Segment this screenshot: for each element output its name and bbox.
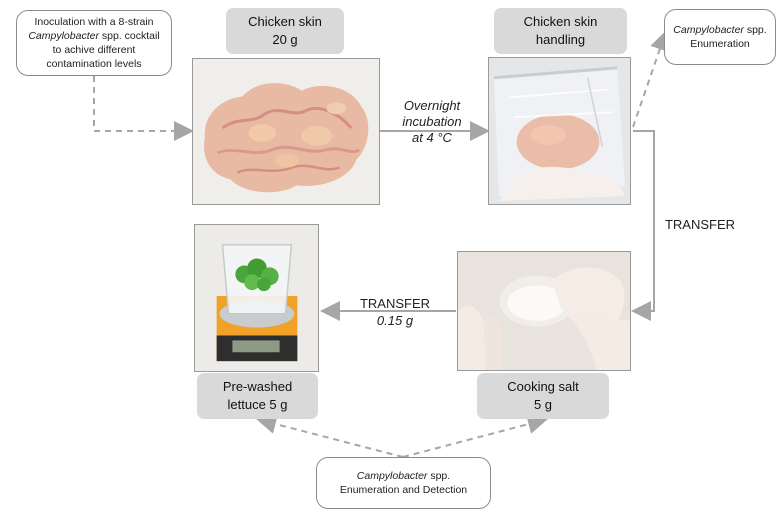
dashed-arrow-enumeration xyxy=(632,30,670,128)
enumeration-line1-rest: spp. xyxy=(743,24,767,36)
chicken-skin-photo xyxy=(192,58,380,205)
handling-label: Chicken skin handling xyxy=(494,8,627,54)
enum-detection-genus: Campylobacter xyxy=(356,470,428,482)
chicken-skin-label-line2: 20 g xyxy=(272,32,298,47)
lettuce-label-line1: Pre-washed xyxy=(222,379,293,394)
enum-detection-line1-rest: spp. xyxy=(427,470,451,482)
chicken-skin-label-line1: Chicken skin xyxy=(248,14,322,29)
lettuce-label: Pre-washed lettuce 5 g xyxy=(197,373,318,419)
inoculation-line4: contamination levels xyxy=(46,58,142,70)
enumeration-line1: Campylobacter spp. xyxy=(665,23,775,37)
salt-label: Cooking salt 5 g xyxy=(477,373,609,419)
chicken-skin-in-bag-photo xyxy=(488,57,631,205)
transfer-left-line2: 0.15 g xyxy=(376,313,414,328)
enum-detection-line1: Campylobacter spp. xyxy=(317,469,490,483)
inoculation-note: Inoculation with a 8-strain Campylobacte… xyxy=(16,10,172,76)
chicken-skin-label: Chicken skin 20 g xyxy=(226,8,344,54)
incubation-line2: incubation xyxy=(402,114,462,129)
inoculation-line2-rest: spp. cocktail xyxy=(98,30,160,42)
enumeration-genus: Campylobacter xyxy=(673,24,744,36)
inoculation-line1: Inoculation with a 8-strain xyxy=(34,16,154,28)
incubation-line1: Overnight xyxy=(403,98,461,113)
dashed-arrow-inoculation xyxy=(93,76,194,141)
salt-label-line2: 5 g xyxy=(533,397,553,412)
handling-label-line2: handling xyxy=(535,32,586,47)
lettuce-on-scale-photo xyxy=(194,224,319,372)
transfer-left-line1: TRANSFER xyxy=(359,296,431,311)
enum-detection-line2: Enumeration and Detection xyxy=(339,484,468,496)
arrow-transfer-right xyxy=(631,130,655,321)
transfer-right-text: TRANSFER xyxy=(664,217,736,232)
dashed-arrow-to-lettuce xyxy=(256,414,404,458)
inoculation-genus: Campylobacter xyxy=(28,30,99,42)
enumeration-note: Campylobacter spp. Enumeration xyxy=(664,9,776,65)
dashed-arrow-to-salt xyxy=(402,414,548,458)
salt-label-line1: Cooking salt xyxy=(507,379,579,394)
incubation-text: Overnight incubation at 4 °C xyxy=(392,98,472,146)
incubation-line3: at 4 °C xyxy=(412,130,452,145)
inoculation-line2: Campylobacter spp. cocktail xyxy=(17,29,171,43)
enumeration-line2: Enumeration xyxy=(690,38,750,50)
inoculation-line3: to achive different xyxy=(52,44,136,56)
lettuce-label-line2: lettuce 5 g xyxy=(227,397,288,412)
transfer-left-text: TRANSFER 0.15 g xyxy=(350,295,440,329)
salt-in-gloved-hand-photo xyxy=(457,251,631,371)
enum-detection-note: Campylobacter spp. Enumeration and Detec… xyxy=(316,457,491,509)
handling-label-line1: Chicken skin xyxy=(523,14,598,29)
